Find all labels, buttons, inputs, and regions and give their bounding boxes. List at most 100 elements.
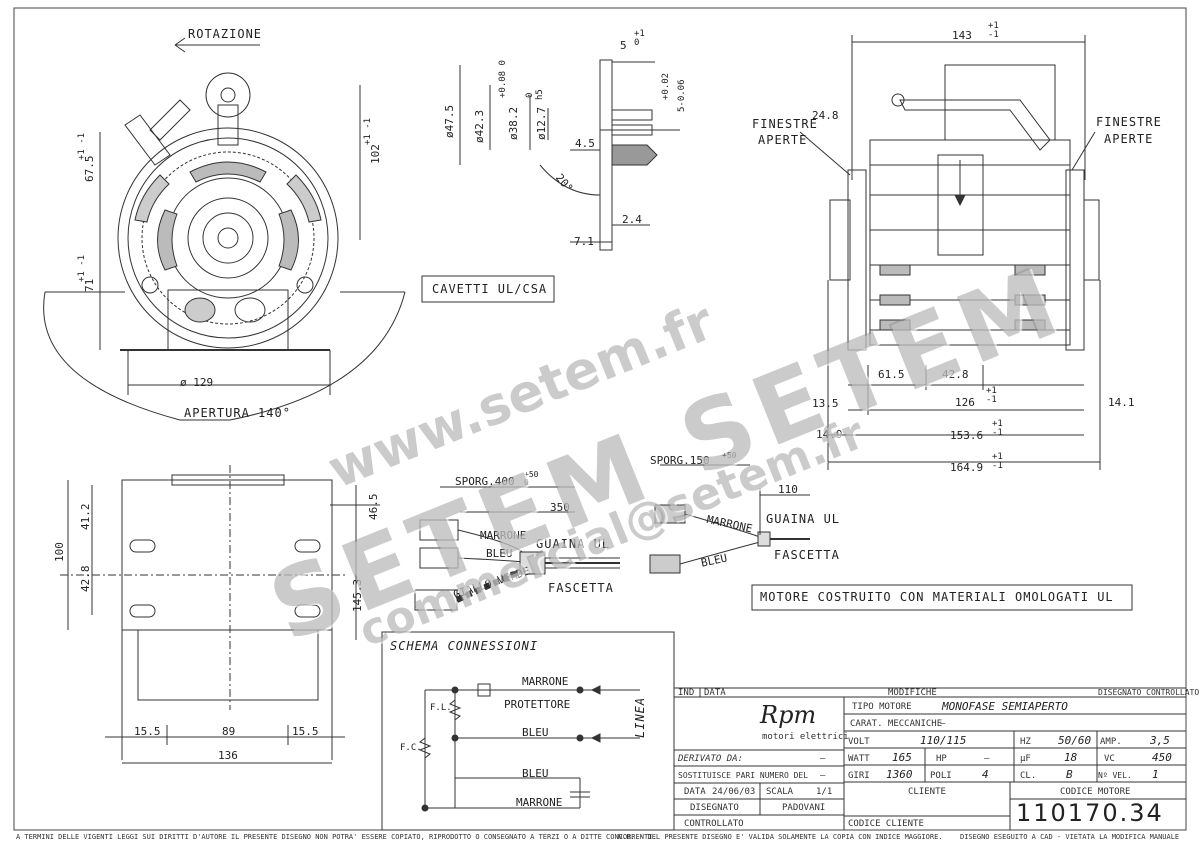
dim-67-5-tolerance: +1 -1 (77, 132, 87, 160)
brand-subtitle: motori elettrici (762, 732, 849, 742)
footer-copyright: A TERMINI DELLE VIGENTI LEGGI SUI DIRITT… (16, 833, 657, 841)
dim-24-8: 24.8 (812, 109, 839, 122)
dim-d12-7: ø12.7 (535, 106, 548, 140)
rotation-label: ROTAZIONE (188, 27, 263, 41)
tb-tipo-value: MONOFASE SEMIAPERTO (942, 700, 1068, 713)
tb-nvel-label: Nº VEL. (1098, 771, 1132, 780)
title-block-grid (674, 687, 1186, 830)
tb-cl-label: CL. (1020, 771, 1037, 781)
dim-61-5: 61.5 (878, 368, 905, 381)
schema-title: SCHEMA CONNESSIONI (390, 639, 539, 653)
dim-153-6-tolerance: +1 -1 (992, 419, 1003, 438)
schema-bleu-mid: BLEU (522, 726, 549, 739)
schema-marrone-low: MARRONE (516, 796, 563, 809)
dim-7-1: 7.1 (574, 235, 594, 248)
tb-watt-value: 165 (892, 751, 912, 764)
dim-164-9-tolerance: +1 -1 (992, 452, 1003, 471)
dim-41-2: 41.2 (79, 503, 92, 531)
tb-disegnato-label: DISEGNATO (690, 803, 739, 813)
dim-d42-3: ø42.3 (473, 109, 486, 143)
dim-71-tolerance: +1 -1 (77, 254, 87, 282)
tb-hz-value: 50/60 (1058, 734, 1092, 747)
tb-vc-label: VC (1104, 754, 1115, 764)
tb-data-label: DATA (684, 787, 706, 797)
tb-modifiche: MODIFICHE (888, 688, 937, 698)
dim-126: 126 (955, 396, 975, 409)
dim-153-6: 153.6 (950, 429, 984, 442)
dim-5: 5 (620, 39, 627, 52)
tb-amp-value: 3,5 (1150, 734, 1170, 747)
tb-hz-label: HZ (1020, 737, 1031, 747)
dim-2-4: 2.4 (622, 213, 642, 226)
schema-marrone-top: MARRONE (522, 675, 569, 688)
tb-codice-motore-value: 110170.34 (1016, 799, 1164, 827)
tb-tipo-label: TIPO MOTORE (852, 702, 912, 712)
dim-15-5-right: 15.5 (292, 725, 319, 738)
windows-right-line2: APERTE (1104, 132, 1154, 146)
tb-hp-label: HP (936, 754, 947, 764)
dim-100: 100 (53, 542, 66, 562)
tb-disegnato-controllato: DISEGNATO CONTROLLATO (1098, 688, 1200, 697)
tb-hp-value: — (984, 754, 990, 764)
shaft-detail-drawing (459, 59, 680, 251)
tb-poli-label: POLI (930, 771, 952, 781)
schema-fc: F.C. (400, 743, 422, 753)
tb-amp-label: AMP. (1100, 737, 1122, 747)
sporg-400-tolerance: +50 0 (524, 470, 539, 487)
cables-drawing (414, 464, 810, 611)
tb-carat-value: — (940, 719, 946, 729)
dim-42-8-bottom: 42.8 (79, 565, 92, 593)
tb-sostituisce-label: SOSTITUISCE PARI NUMERO DEL (678, 771, 809, 780)
schema-line-label: LINEA (633, 696, 647, 738)
tb-giri-label: GIRI (848, 771, 870, 781)
dim-d38-2: ø38.2 (507, 106, 520, 140)
wire-bleu: BLEU (486, 547, 513, 560)
tb-volt-value: 110/115 (920, 734, 967, 747)
tb-codice-cliente-label: CODICE CLIENTE (848, 819, 924, 829)
tb-watt-label: WATT (848, 754, 870, 764)
footer-cad: DISEGNO ESEGUITO A CAD - VIETATA LA MODI… (960, 833, 1180, 841)
tb-codice-motore-label: CODICE MOTORE (1060, 787, 1131, 797)
tb-poli-value: 4 (982, 768, 989, 781)
sheath-ul-label: GUAINA UL (536, 537, 611, 551)
dim-126-tolerance: +1 -1 (986, 386, 997, 405)
tb-carat-label: CARAT. MECCANICHE (850, 719, 943, 729)
tb-uf-value: 18 (1064, 751, 1078, 764)
tb-ind: IND (678, 688, 695, 698)
tb-disegnato-value: PADOVANI (782, 803, 826, 813)
band-label: FASCETTA (548, 581, 614, 595)
tb-data-header: DATA (704, 688, 726, 698)
dim-diameter-129: ø 129 (180, 376, 214, 389)
sheath2-ul-label: GUAINA UL (766, 512, 841, 526)
windows-left-line1: FINESTRE (752, 117, 818, 131)
tb-controllato-label: CONTROLLATO (684, 819, 744, 829)
tb-uf-label: µF (1020, 754, 1031, 764)
tol-d42-3: +0.08 0 (498, 60, 508, 98)
sporg-150-label: SPORG.150 (650, 454, 710, 467)
tb-cliente-label: CLIENTE (908, 787, 946, 797)
dim-143: 143 (952, 29, 972, 42)
dim-136: 136 (218, 749, 238, 762)
front-view-drawing (43, 37, 406, 421)
dim-350: 350 (550, 501, 570, 514)
tb-scala-value: 1/1 (816, 787, 833, 797)
schema-protettore: PROTETTORE (504, 698, 571, 711)
wire-marrone: MARRONE (480, 529, 527, 542)
ul-materials-note: MOTORE COSTRUITO CON MATERIALI OMOLOGATI… (760, 590, 1114, 604)
tol-right-2: 5-0.06 (677, 79, 687, 112)
sporg-150-tolerance: +50 (722, 451, 737, 460)
side-view-drawing (799, 35, 1101, 470)
schema-drawing (381, 631, 675, 831)
tb-giri-value: 1360 (886, 768, 913, 781)
tol-d12-7: h5 (535, 89, 545, 100)
schema-bleu-low: BLEU (522, 767, 549, 780)
tol-right-1: +0.02 (661, 72, 671, 100)
dim-13-5: 13.5 (812, 397, 839, 410)
tb-volt-label: VOLT (848, 737, 870, 747)
note-box (751, 584, 1133, 611)
dim-102-tolerance: +1 -1 (363, 117, 373, 145)
opening-angle-label: APERTURA 140° (184, 406, 291, 420)
dim-164-9: 164.9 (950, 461, 984, 474)
